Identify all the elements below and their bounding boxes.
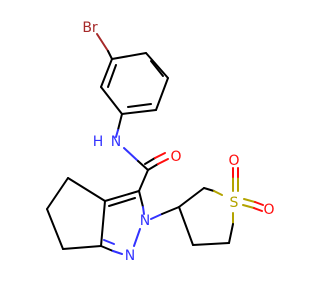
bond-s-ch2-dark: [228, 223, 234, 244]
tetrahydrothiophene-dioxide: [150, 167, 264, 246]
bond-c-o: [147, 163, 159, 171]
bond-n2-c: [150, 213, 163, 220]
bond-ch2-ch2: [192, 242, 230, 246]
ring-bond-inner: [127, 103, 152, 108]
bond-ring-n: [117, 113, 123, 131]
bond-ring-n-blue: [115, 129, 119, 138]
molecule-drawing: Br H N O N N S O O: [46, 20, 275, 264]
ring-bond: [145, 52, 169, 79]
structure-svg: Br H N O N N S O O: [46, 20, 275, 264]
bond-c6a-n1-blue: [112, 250, 123, 255]
bond-c3-c3a-double: [108, 197, 136, 207]
bond-br-c-dark: [107, 50, 113, 60]
bond-br-c: [96, 33, 109, 52]
bond-n-c: [123, 147, 139, 162]
sulfonyl-oxygen-right-label: O: [263, 202, 274, 218]
bond-c3a-c4: [67, 177, 106, 202]
fused-pyrazole: [46, 177, 145, 255]
ring-bond: [121, 109, 157, 115]
bond-n-c-dark: [137, 160, 149, 171]
bond-c6-c6a: [62, 245, 102, 250]
bond-c-c3: [138, 169, 149, 192]
bond-s-o2-second: [242, 204, 255, 209]
bond-c6a-c3a: [100, 200, 106, 247]
bond-c4-c5: [46, 177, 69, 210]
carbonyl-oxygen-label: O: [170, 149, 181, 165]
ring-bond: [155, 77, 169, 111]
bond-c5-c6: [46, 208, 64, 250]
ring-bond-inner: [107, 64, 117, 88]
amide-h-label: H: [93, 134, 104, 150]
bond-c-o-second-red: [154, 152, 166, 159]
bond-c3-n2-blue: [142, 206, 145, 215]
bond-n2-c-dark: [161, 206, 180, 215]
pyrazole-n2-label: N: [140, 213, 150, 229]
ring-bond: [111, 52, 147, 60]
bromine-label: Br: [82, 20, 98, 36]
bond-ch2-s-yellow: [213, 190, 223, 196]
amide-nitrogen-label: N: [111, 134, 121, 150]
bond-s-o2-second-red: [253, 207, 263, 212]
pyrazole-n1-label: N: [125, 248, 135, 264]
bond-s-o2: [243, 198, 256, 203]
sulfonyl-oxygen-top-label: O: [228, 153, 239, 169]
bond-c6a-n1: [100, 245, 114, 252]
ring-bond-inner: [150, 60, 164, 77]
ring-bond: [100, 86, 123, 115]
sulfur-label: S: [230, 195, 239, 211]
bromophenyl-ring: [96, 33, 169, 115]
ring-bond: [100, 58, 113, 88]
bond-c6a-n1-double: [103, 239, 115, 245]
bond-c-o-second: [144, 157, 156, 165]
bond-n1-n2: [133, 228, 141, 247]
bond-ch2-c: [178, 206, 194, 246]
bond-c-ch2: [178, 187, 205, 208]
amide-group: [115, 113, 169, 192]
bond-c-o-red: [157, 158, 169, 165]
bond-ch2-s: [203, 187, 215, 192]
bond-s-o2-red: [254, 201, 264, 206]
bond-c3-n2: [138, 190, 144, 208]
bond-c3-c3a: [104, 190, 140, 202]
